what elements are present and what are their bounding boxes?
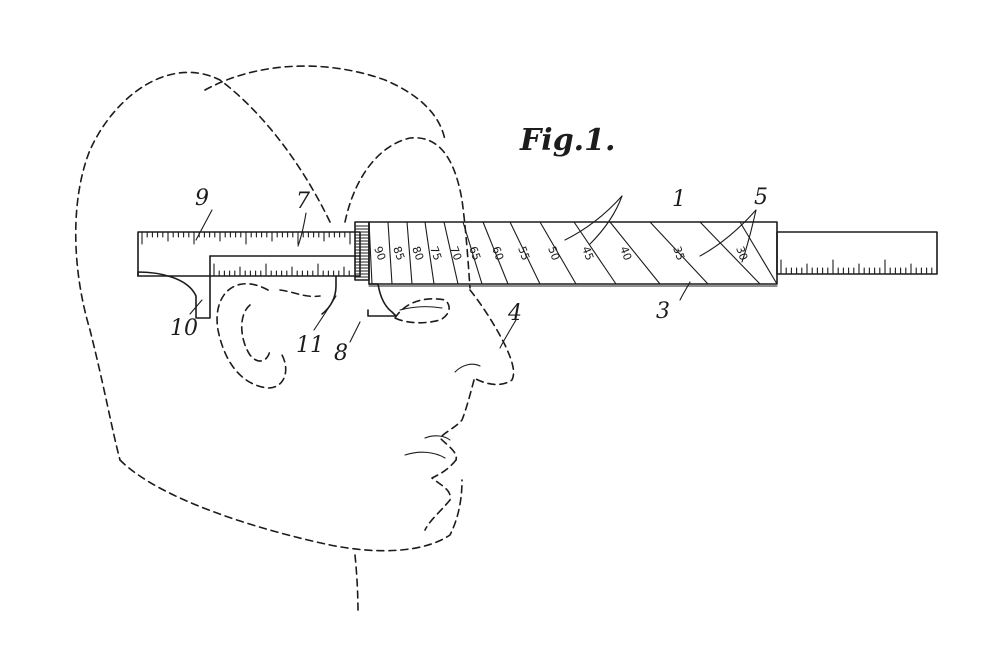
- scale-marking: 90: [371, 245, 388, 263]
- scale-diagonal-line: [462, 221, 483, 285]
- scale-diagonal-line: [609, 221, 661, 285]
- scale-diagonal-line: [368, 221, 373, 285]
- scale-marking: 35: [670, 245, 687, 263]
- scale-marking: 50: [545, 245, 562, 263]
- ref-numeral-4: 4: [507, 301, 522, 326]
- scale-diagonal-line: [739, 221, 778, 285]
- ear: [216, 283, 321, 389]
- face-profile: [344, 137, 515, 531]
- eye: [394, 298, 450, 324]
- scale-marking: 70: [447, 245, 464, 263]
- ref-numeral-10: 9: [195, 186, 209, 211]
- scale-diagonal-line: [443, 221, 459, 285]
- ref-numeral-5: 5: [754, 185, 768, 210]
- scale-marking: 80: [409, 245, 426, 263]
- scale-marking: 65: [466, 245, 483, 263]
- scale-marking: 45: [579, 245, 596, 263]
- scale-diagonal-line: [649, 221, 709, 285]
- scale-diagonal-line: [699, 221, 761, 285]
- ref-numeral-3: 3: [656, 299, 670, 324]
- scale-diagonal-line: [406, 221, 413, 285]
- scale-diagonal-line: [539, 221, 577, 285]
- ref-numeral-9: 10: [170, 316, 198, 341]
- ref-numeral-11: 11: [296, 333, 324, 358]
- right-rule: [776, 231, 938, 275]
- figure-title: Fig.1.: [519, 123, 615, 158]
- scale-diagonal-line: [573, 221, 617, 285]
- leader-lines: [189, 195, 757, 349]
- scale-diagonal-line: [424, 221, 435, 285]
- scale-diagonal-line: [387, 221, 393, 285]
- scale-marking: 40: [617, 245, 634, 263]
- head-outline: [74, 65, 463, 613]
- scale-marking: 85: [390, 245, 407, 263]
- scale-marking: 75: [427, 245, 444, 263]
- left-rule: [137, 221, 370, 319]
- ref-numeral-8: 8: [334, 341, 348, 366]
- scale-diagonal-line: [509, 221, 541, 285]
- scale-diagonal-line: [482, 221, 509, 285]
- scale-marking: 60: [489, 245, 506, 263]
- ref-numeral-1: 1: [672, 187, 686, 212]
- ref-numeral-7: 7: [296, 189, 310, 214]
- scale-marking: 55: [515, 245, 532, 263]
